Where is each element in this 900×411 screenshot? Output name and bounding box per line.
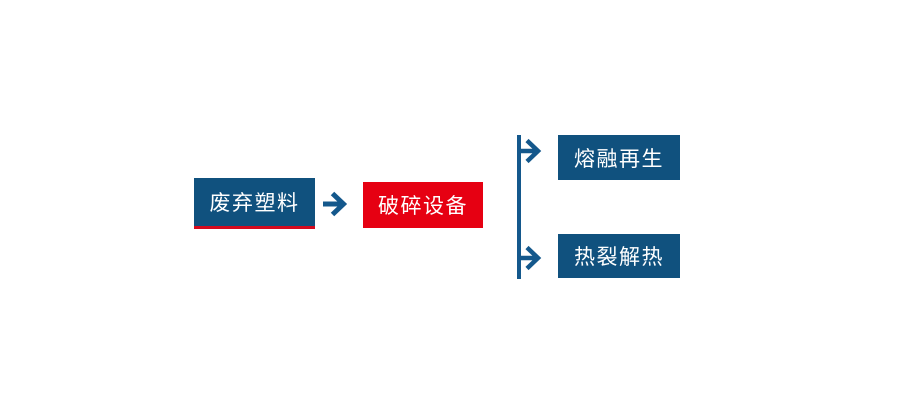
node-melt-regeneration: 熔融再生 bbox=[558, 135, 680, 180]
node-waste-plastic: 废弃塑料 bbox=[194, 178, 315, 229]
node-crushing-equipment-label: 破碎设备 bbox=[378, 194, 468, 218]
arrow-right-icon bbox=[323, 191, 348, 217]
node-pyrolysis-heat-label: 热裂解热 bbox=[574, 245, 664, 269]
node-pyrolysis-heat: 热裂解热 bbox=[558, 234, 680, 278]
node-crushing-equipment: 破碎设备 bbox=[363, 182, 483, 228]
arrow-right-icon bbox=[519, 245, 542, 271]
arrow-right-icon bbox=[519, 138, 542, 164]
node-waste-plastic-label: 废弃塑料 bbox=[209, 191, 300, 215]
node-melt-regeneration-label: 熔融再生 bbox=[574, 146, 664, 171]
branch-vertical-line bbox=[517, 135, 521, 279]
